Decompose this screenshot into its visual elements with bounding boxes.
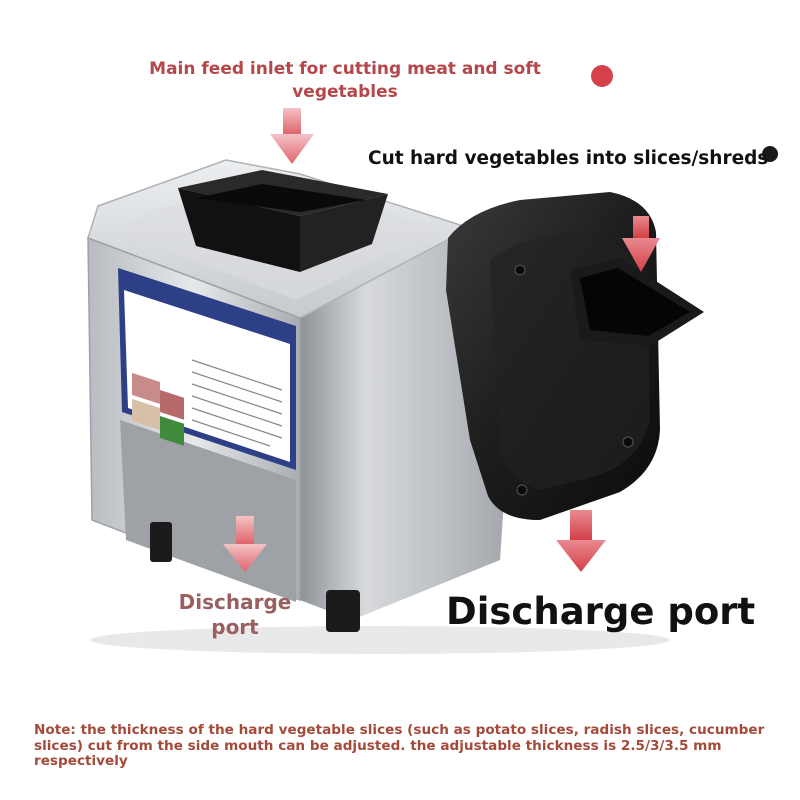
arrow-down-icon bbox=[223, 516, 267, 572]
arrow-down-icon bbox=[556, 510, 606, 572]
arrow-down-icon bbox=[622, 216, 660, 272]
side-inlet-label: Cut hard vegetables into slices/shreds bbox=[368, 148, 769, 169]
red-dot-decoration bbox=[591, 65, 613, 87]
discharge-port-left-label: Discharge port bbox=[178, 590, 292, 639]
main-feed-inlet-label: Main feed inlet for cutting meat and sof… bbox=[149, 59, 541, 102]
foot-front-right bbox=[326, 590, 360, 632]
foot-front-left bbox=[150, 522, 172, 562]
arrow-down-icon bbox=[270, 108, 314, 164]
floor-shadow bbox=[90, 626, 670, 654]
black-dot-decoration bbox=[762, 146, 778, 162]
discharge-port-right-label: Discharge port bbox=[446, 590, 756, 633]
thickness-note: Note: the thickness of the hard vegetabl… bbox=[34, 722, 765, 769]
